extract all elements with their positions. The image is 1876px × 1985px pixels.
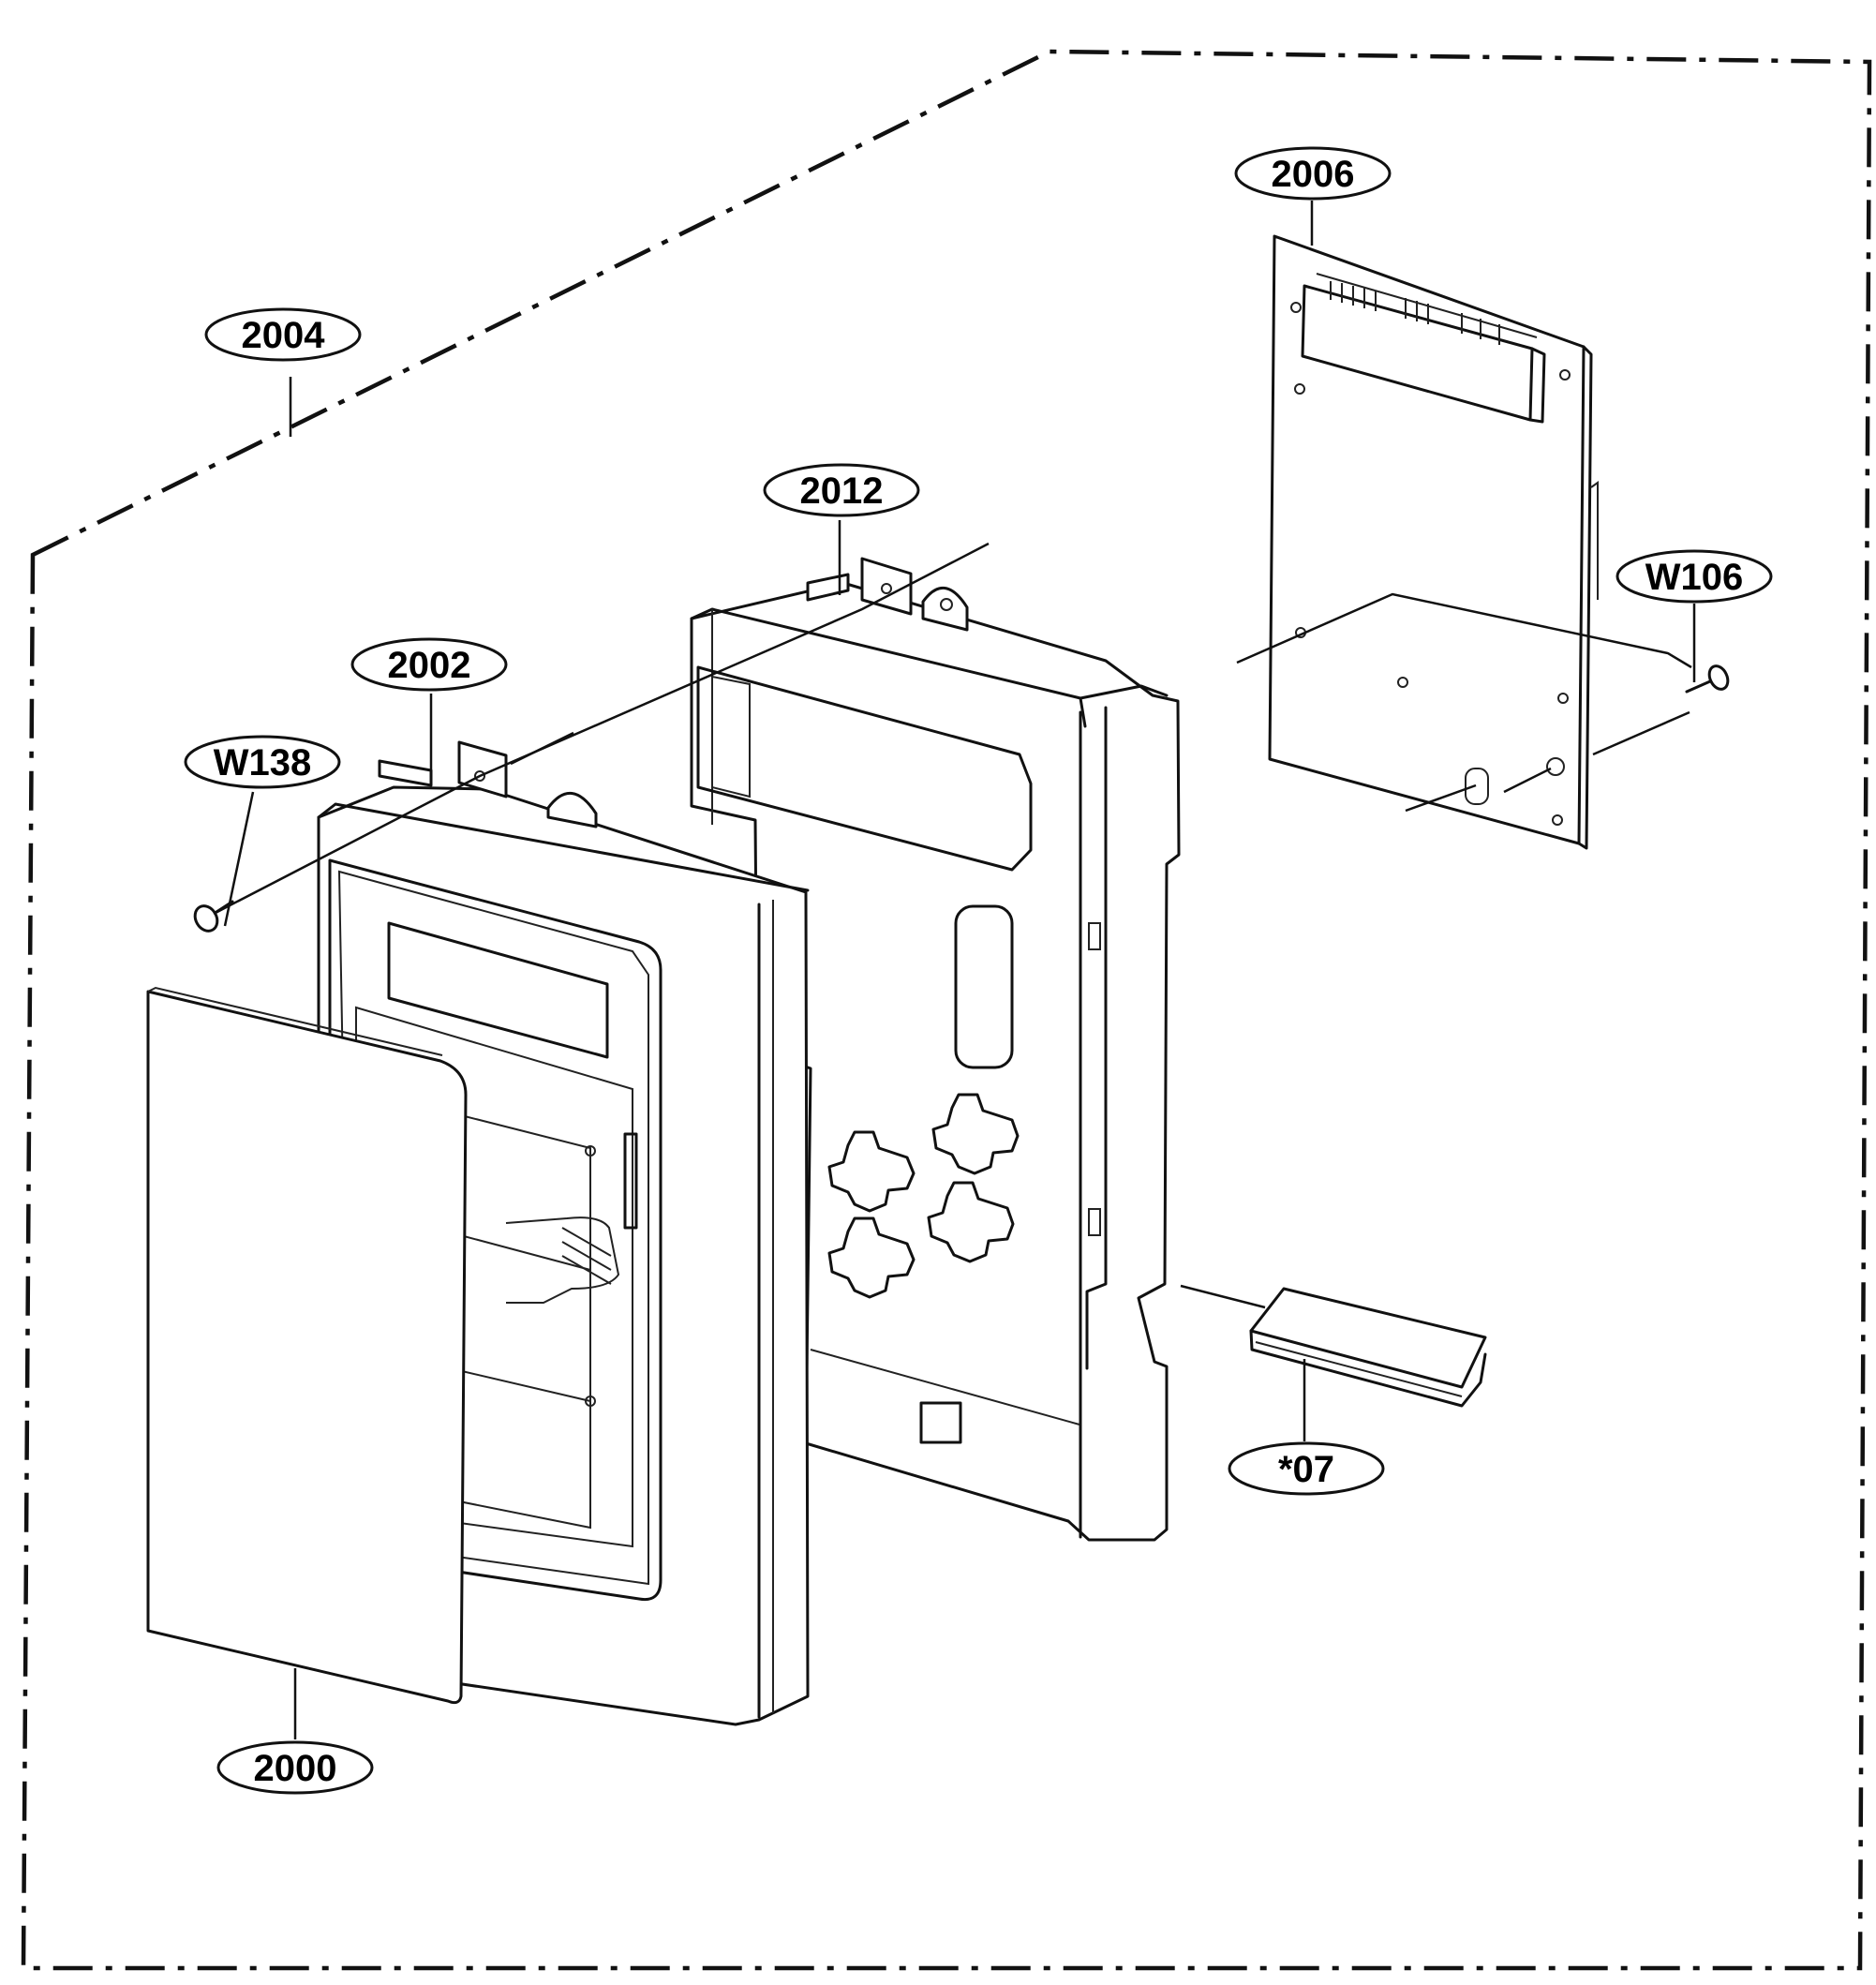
callout-2004: 2004 [204,307,362,362]
callout-2002-label: 2002 [388,645,471,686]
callout-2000: 2000 [216,1740,374,1795]
callout-w138-label: W138 [214,742,312,784]
callout-2000-label: 2000 [254,1748,337,1789]
key-sheet [146,986,468,1705]
screw-w106 [1685,664,1730,694]
callout-2006-label: 2006 [1272,154,1355,195]
callout-w106: W106 [1615,549,1773,604]
callout-2002: 2002 [350,637,508,692]
pcb-board [1268,234,1599,850]
callout-w106-label: W106 [1645,557,1744,598]
part-07 [1249,1287,1487,1408]
callout-2006: 2006 [1234,146,1392,201]
callout-07-label: *07 [1278,1449,1334,1490]
control-bracket [690,557,1181,1542]
callout-07: *07 [1228,1441,1385,1496]
callout-2012-label: 2012 [800,470,884,512]
callout-2012: 2012 [763,463,920,517]
assembly-boundary [21,49,1872,1971]
callout-w138: W138 [184,735,341,789]
callout-2004-label: 2004 [242,315,326,356]
